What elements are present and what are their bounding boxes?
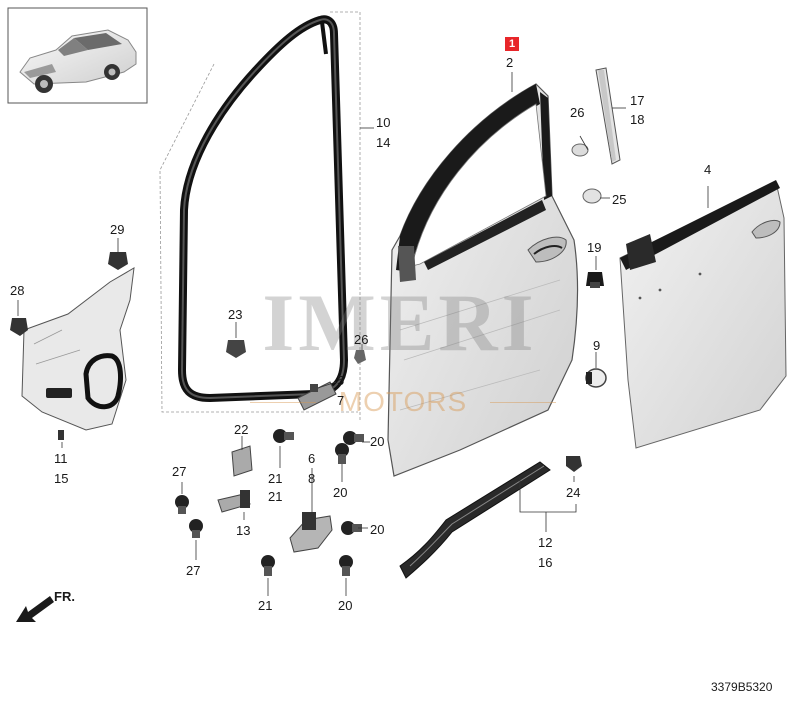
plug-cap-25 bbox=[582, 188, 602, 204]
vehicle-thumbnail bbox=[7, 7, 148, 104]
front-door-assembly bbox=[387, 83, 579, 477]
b-pillar-garnish bbox=[595, 67, 621, 165]
bolt-20-a bbox=[343, 431, 364, 445]
part-label-22[interactable]: 22 bbox=[234, 422, 249, 437]
part-label-2[interactable]: 2 bbox=[506, 55, 514, 70]
part-label-11[interactable]: 11 bbox=[54, 451, 68, 466]
bolt-20-d bbox=[339, 555, 353, 576]
door-opening-weatherstrip bbox=[178, 15, 348, 402]
door-outer-panel bbox=[619, 180, 787, 449]
leader-lines bbox=[17, 72, 709, 596]
part-label-25[interactable]: 25 bbox=[612, 192, 627, 207]
bolt-21-a bbox=[273, 429, 294, 443]
clip-28 bbox=[10, 318, 28, 336]
part-label-20-b[interactable]: 20 bbox=[333, 485, 348, 500]
part-label-21-a[interactable]: 21 bbox=[268, 471, 283, 486]
hinge-13 bbox=[217, 490, 251, 513]
stopper-9 bbox=[585, 368, 607, 388]
part-label-7[interactable]: 7 bbox=[337, 393, 345, 408]
part-label-5[interactable]: 5 bbox=[337, 373, 345, 388]
front-direction-label: FR. bbox=[54, 589, 75, 604]
bolt-27-b bbox=[189, 519, 203, 538]
part-label-21-b[interactable]: 21 bbox=[268, 489, 283, 504]
part-label-14[interactable]: 14 bbox=[376, 135, 391, 150]
bolt-21-b bbox=[261, 555, 275, 576]
watermark-brand: IMERI bbox=[262, 277, 538, 368]
part-label-8[interactable]: 8 bbox=[308, 471, 316, 486]
part-label-19[interactable]: 19 bbox=[587, 240, 602, 255]
weatherstrip-bracket bbox=[159, 11, 361, 420]
part-label-18[interactable]: 18 bbox=[630, 112, 645, 127]
part-label-26-top[interactable]: 26 bbox=[570, 105, 585, 120]
part-label-28[interactable]: 28 bbox=[10, 283, 25, 298]
part-label-23[interactable]: 23 bbox=[228, 307, 243, 322]
part-label-9[interactable]: 9 bbox=[593, 338, 601, 353]
hinge-6-8 bbox=[289, 512, 333, 553]
diagram-code: 3379B5320 bbox=[711, 680, 773, 694]
watermark-line-left bbox=[250, 402, 316, 403]
part-label-20-c[interactable]: 20 bbox=[370, 522, 385, 537]
clip-26-lower bbox=[354, 350, 366, 364]
clip-24 bbox=[566, 456, 582, 472]
bolt-27-a bbox=[175, 495, 189, 514]
watermark-sub: MOTORS bbox=[338, 386, 468, 417]
clip-29 bbox=[108, 252, 128, 270]
part-label-20-d[interactable]: 20 bbox=[338, 598, 353, 613]
bolt-20-b bbox=[335, 443, 349, 464]
part-label-10[interactable]: 10 bbox=[376, 115, 391, 130]
part-label-27-bottom[interactable]: 27 bbox=[186, 563, 201, 578]
hinge-22 bbox=[231, 445, 253, 477]
part-label-21-c[interactable]: 21 bbox=[258, 598, 273, 613]
part-label-15[interactable]: 15 bbox=[54, 471, 69, 486]
part-label-29[interactable]: 29 bbox=[110, 222, 125, 237]
front-direction-arrow-icon bbox=[16, 596, 54, 622]
watermark-line-right bbox=[490, 402, 556, 403]
part-label-12[interactable]: 12 bbox=[538, 535, 553, 550]
part-label-4[interactable]: 4 bbox=[704, 162, 712, 177]
part-label-20-a[interactable]: 20 bbox=[370, 434, 385, 449]
grommet-19 bbox=[586, 272, 604, 288]
part-label-24[interactable]: 24 bbox=[566, 485, 581, 500]
part-label-13[interactable]: 13 bbox=[236, 523, 251, 538]
highlighted-part-badge[interactable]: 1 bbox=[505, 37, 519, 51]
part-label-27-top[interactable]: 27 bbox=[172, 464, 187, 479]
door-sash-strip bbox=[399, 461, 551, 579]
waterproof-film bbox=[21, 267, 135, 440]
part-label-16[interactable]: 16 bbox=[538, 555, 553, 570]
clip-23 bbox=[226, 340, 246, 358]
part-label-26-lower[interactable]: 26 bbox=[354, 332, 369, 347]
part-label-17[interactable]: 17 bbox=[630, 93, 645, 108]
bolt-20-c bbox=[341, 521, 362, 535]
part-label-6[interactable]: 6 bbox=[308, 451, 316, 466]
